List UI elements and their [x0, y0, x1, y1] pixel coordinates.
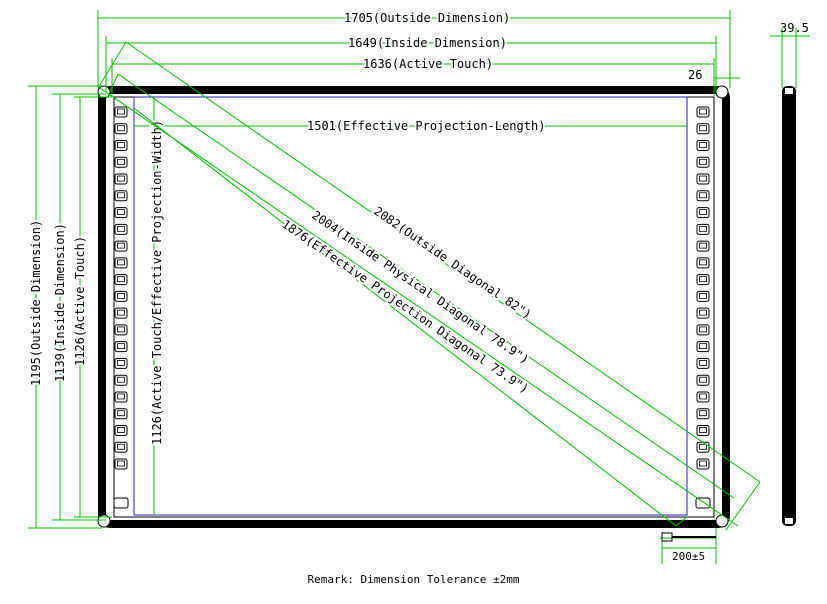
inside-width-label: 1649(Inside Dimension) — [348, 36, 507, 50]
open-icon — [114, 140, 128, 152]
rect-icon — [696, 257, 710, 269]
hand-icon — [696, 341, 710, 353]
screen-icon — [696, 408, 710, 420]
page-icon — [696, 391, 710, 403]
select-icon — [114, 207, 128, 219]
corner-mark — [715, 514, 729, 528]
circle-icon — [696, 274, 710, 286]
corner-mark — [97, 514, 111, 528]
dim-active-touch-height: 1126(Active Touch) — [71, 96, 112, 518]
outside-width-label: 1705(Outside Dimension) — [344, 11, 510, 25]
zoom-icon — [696, 324, 710, 336]
pen-icon — [114, 156, 128, 168]
outside-height-label: 1195(Outside Dimension) — [29, 220, 43, 386]
undo-icon — [114, 290, 128, 302]
menu-icon — [696, 441, 710, 453]
monitor-icon — [114, 106, 128, 118]
keyboard-button-icon — [695, 497, 711, 509]
save-icon — [114, 123, 128, 135]
record-icon — [114, 424, 128, 436]
corner-mark — [97, 85, 111, 99]
monitor-icon — [696, 106, 710, 118]
projection-area — [133, 96, 688, 516]
corner-mark — [715, 85, 729, 99]
dim-effective-projection-length: 1501(Effective Projection-Length) — [134, 117, 687, 135]
line-icon — [696, 240, 710, 252]
text-icon — [114, 357, 128, 369]
dim-outside-width: 1705(Outside Dimension) — [97, 9, 731, 88]
right-button-column — [695, 106, 711, 509]
undo-icon — [696, 290, 710, 302]
pen-icon — [696, 156, 710, 168]
pen-color-icon — [696, 190, 710, 202]
text-icon — [696, 357, 710, 369]
select-icon — [696, 207, 710, 219]
dim-outside-height: 1195(Outside Dimension) — [27, 85, 102, 529]
effective-projection-length-label: 1501(Effective Projection-Length) — [307, 119, 545, 133]
line-icon — [114, 240, 128, 252]
board-frame — [97, 85, 730, 528]
side-profile — [782, 86, 796, 526]
left-button-column — [113, 106, 129, 509]
redo-icon — [696, 307, 710, 319]
hand-icon — [114, 341, 128, 353]
effective-projection-width-label: 1126(Active Touch/Effective Projection-W… — [150, 120, 164, 445]
cable-length-label: 200±5 — [672, 550, 705, 563]
active-touch-height-label: 1126(Active Touch) — [73, 236, 87, 366]
dim-effective-projection-width: 1126(Active Touch/Effective Projection-W… — [148, 97, 166, 515]
dim-inside-width: 1649(Inside Dimension) — [105, 34, 717, 92]
menu-icon — [114, 441, 128, 453]
dim-inside-height: 1139(Inside Dimension) — [51, 93, 106, 521]
pen-color-icon — [114, 190, 128, 202]
record-icon — [696, 424, 710, 436]
save-icon — [696, 123, 710, 135]
dim-active-touch-width: 1636(Active Touch) — [111, 55, 715, 96]
shape-icon — [696, 374, 710, 386]
open-icon — [696, 140, 710, 152]
rect-icon — [114, 257, 128, 269]
keyboard-icon — [696, 458, 710, 470]
eraser-icon — [696, 223, 710, 235]
inside-height-label: 1139(Inside Dimension) — [53, 223, 67, 382]
frame-border-label: 26 — [688, 68, 702, 82]
zoom-icon — [114, 324, 128, 336]
eraser-icon — [114, 223, 128, 235]
dim-cable: 200±5 — [660, 528, 717, 564]
screen-icon — [114, 408, 128, 420]
pen-width-icon — [696, 173, 710, 185]
circle-icon — [114, 274, 128, 286]
active-touch-width-label: 1636(Active Touch) — [363, 57, 493, 71]
shape-icon — [114, 374, 128, 386]
depth-label: 39.5 — [780, 21, 809, 35]
tolerance-remark: Remark: Dimension Tolerance ±2mm — [307, 573, 520, 586]
pen-width-icon — [114, 173, 128, 185]
page-icon — [114, 391, 128, 403]
keyboard-button-icon — [113, 497, 129, 509]
redo-icon — [114, 307, 128, 319]
dim-depth: 39.5 — [770, 21, 810, 88]
dim-frame-border: 26 — [688, 68, 740, 82]
keyboard-icon — [114, 458, 128, 470]
